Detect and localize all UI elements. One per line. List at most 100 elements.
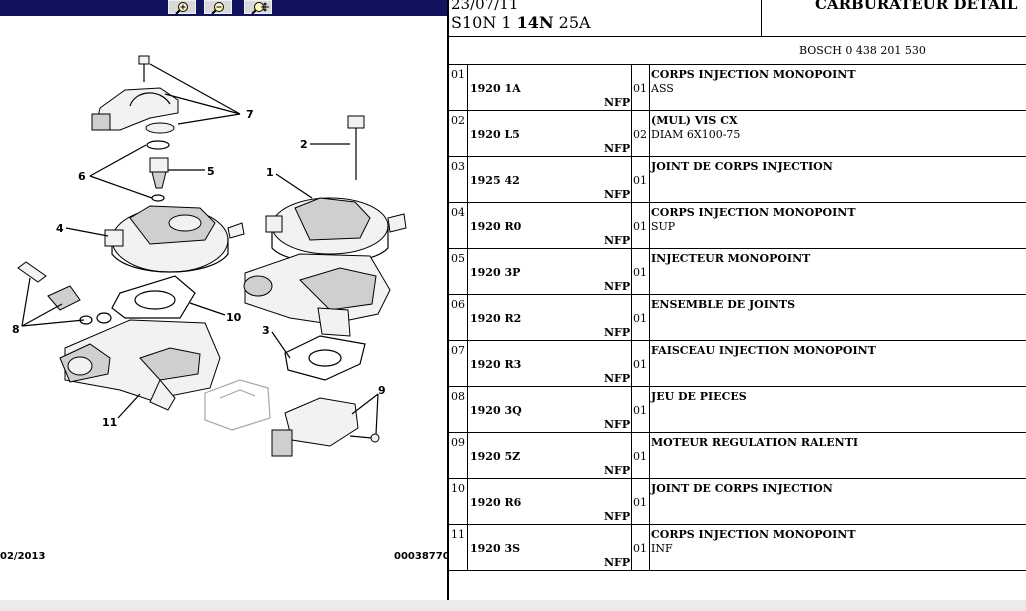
part-code[interactable]: 1920 R0 — [470, 220, 522, 233]
part-index: 06 — [451, 298, 465, 311]
column-divider — [649, 157, 650, 203]
part-code[interactable]: 1920 3S — [470, 542, 521, 555]
part-code[interactable]: 1920 3P — [470, 266, 521, 279]
injector-drawing — [146, 140, 170, 202]
nfp-label: NFP — [604, 280, 631, 293]
part-description: INJECTEUR MONOPOINT — [651, 252, 811, 265]
zoom-fit-button[interactable] — [244, 0, 272, 15]
leader-lines — [21, 63, 379, 435]
part-quantity: 01 — [633, 174, 647, 187]
part-description: MOTEUR REGULATION RALENTI — [651, 436, 859, 449]
zoom-toolbar — [0, 0, 447, 16]
column-divider — [467, 249, 468, 295]
part-detail: SUP — [651, 220, 676, 233]
column-divider — [649, 65, 650, 111]
part-code[interactable]: 1920 5Z — [470, 450, 521, 463]
part-index: 10 — [451, 482, 465, 495]
callout-7: 7 — [246, 108, 254, 121]
part-code[interactable]: 1920 1A — [470, 82, 521, 95]
intake-block-drawing — [204, 379, 271, 431]
callout-10: 10 — [226, 311, 242, 324]
nfp-label: NFP — [604, 96, 631, 109]
part-code[interactable]: 1920 3Q — [470, 404, 522, 417]
header-rule — [449, 36, 1026, 37]
nfp-label: NFP — [604, 188, 631, 201]
callout-11: 11 — [102, 416, 117, 429]
zoom-in-icon — [175, 2, 188, 15]
column-divider — [467, 387, 468, 433]
callout-2: 2 — [300, 138, 308, 151]
parts-pane: 23/07/11 S10N 1 14N 25A CARBURATEUR DETA… — [449, 0, 1026, 600]
zoom-in-button[interactable] — [168, 0, 196, 15]
column-divider — [631, 111, 632, 157]
column-divider — [649, 433, 650, 479]
row-rule — [449, 248, 1026, 249]
part-description: JEU DE PIECES — [651, 390, 747, 403]
long-screw-drawing — [347, 115, 365, 180]
row-rule — [449, 432, 1026, 433]
column-divider — [649, 341, 650, 387]
column-divider — [467, 479, 468, 525]
part-code[interactable]: 1925 42 — [470, 174, 520, 187]
gasket-lower-drawing — [284, 335, 366, 381]
part-code[interactable]: 1920 L5 — [470, 128, 520, 141]
part-code[interactable]: 1920 R6 — [470, 496, 522, 509]
row-rule — [449, 156, 1026, 157]
lower-body-drawing — [59, 319, 221, 411]
callout-6: 6 — [78, 170, 86, 183]
column-divider — [649, 479, 650, 525]
nfp-label: NFP — [604, 464, 631, 477]
part-index: 07 — [451, 344, 465, 357]
row-rule — [449, 202, 1026, 203]
part-index: 01 — [451, 68, 465, 81]
page-title: CARBURATEUR DETAIL — [815, 0, 1018, 13]
part-index: 03 — [451, 160, 465, 173]
part-quantity: 02 — [633, 128, 647, 141]
part-index: 04 — [451, 206, 465, 219]
pane-divider[interactable] — [447, 0, 449, 600]
reference-number: BOSCH 0 438 201 530 — [799, 44, 926, 57]
header-date: 23/07/11 — [451, 0, 519, 13]
part-quantity: 01 — [633, 220, 647, 233]
header-model: S10N 1 14N 25A — [451, 13, 591, 32]
part-detail: INF — [651, 542, 673, 555]
column-divider — [649, 203, 650, 249]
nfp-label: NFP — [604, 326, 631, 339]
part-detail: ASS — [651, 82, 674, 95]
header-divider — [761, 0, 762, 36]
callout-8: 8 — [12, 323, 20, 336]
column-divider — [631, 479, 632, 525]
part-description: FAISCEAU INJECTION MONOPOINT — [651, 344, 876, 357]
part-code[interactable]: 1920 R2 — [470, 312, 522, 325]
zoom-out-button[interactable] — [204, 0, 232, 15]
row-rule — [449, 478, 1026, 479]
part-quantity: 01 — [633, 82, 647, 95]
column-divider — [467, 157, 468, 203]
column-divider — [631, 65, 632, 111]
part-quantity: 01 — [633, 312, 647, 325]
column-divider — [467, 65, 468, 111]
part-index: 05 — [451, 252, 465, 265]
nfp-label: NFP — [604, 142, 631, 155]
status-bar — [0, 600, 1026, 611]
part-detail: DIAM 6X100-75 — [651, 128, 741, 141]
part-description: JOINT DE CORPS INJECTION — [651, 482, 833, 495]
column-divider — [631, 433, 632, 479]
part-code[interactable]: 1920 R3 — [470, 358, 522, 371]
column-divider — [649, 295, 650, 341]
part-quantity: 01 — [633, 450, 647, 463]
diagram-date: 02/2013 — [0, 551, 46, 562]
gasket-upper-drawing — [111, 275, 196, 319]
callout-9: 9 — [378, 384, 386, 397]
